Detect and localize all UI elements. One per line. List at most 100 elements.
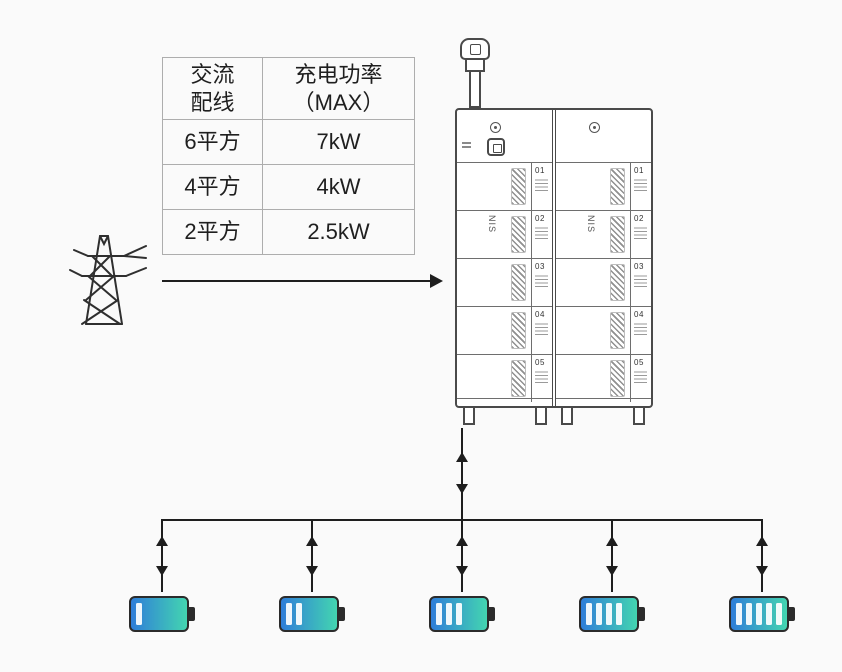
power-flow-arrow-line	[162, 280, 430, 282]
charge-bar	[586, 603, 592, 625]
slot-vent-icon	[634, 227, 647, 239]
battery-terminal	[639, 607, 645, 621]
slot-vent-icon	[535, 275, 548, 287]
battery-body	[729, 596, 789, 632]
charge-bar	[286, 603, 292, 625]
battery-terminal	[489, 607, 495, 621]
down-arrow-icon	[456, 484, 468, 494]
charge-bar	[756, 603, 762, 625]
slot-label: 03	[535, 262, 545, 271]
battery-body	[579, 596, 639, 632]
slot-vent-icon	[634, 179, 647, 191]
power-cell: 7kW	[262, 119, 415, 165]
battery-drop-line	[461, 520, 463, 592]
vent-grille-icon	[511, 168, 526, 205]
battery-body	[429, 596, 489, 632]
slot-label-strip: 05	[531, 355, 552, 402]
vent-grille-icon	[511, 264, 526, 301]
cabinet-slot: 04	[457, 306, 552, 354]
battery-terminal	[789, 607, 795, 621]
charging-connector-icon	[460, 38, 492, 108]
col-header-ac-wiring: 交流 配线	[162, 57, 263, 120]
slot-label-strip: 03	[531, 259, 552, 306]
power-flow-arrow-head	[430, 274, 443, 288]
cabinet-slot: 05	[457, 354, 552, 402]
connector-cap	[460, 38, 490, 60]
wire-spec-cell: 6平方	[162, 119, 263, 165]
down-arrow-icon	[756, 566, 768, 576]
down-arrow-icon	[606, 566, 618, 576]
slot-label-strip: 03	[630, 259, 651, 306]
up-arrow-icon	[456, 452, 468, 462]
cabinet-slot: 01	[457, 162, 552, 210]
slot-label: 03	[634, 262, 644, 271]
battery-icon	[129, 596, 197, 632]
slot-label: 01	[535, 166, 545, 175]
charge-bar	[596, 603, 602, 625]
cabinet-side-text: NIS	[487, 214, 498, 234]
panel-marking	[462, 142, 471, 144]
brand-logo-icon	[589, 122, 600, 133]
table-row: 6平方 7kW	[162, 119, 415, 165]
slot-vent-icon	[634, 275, 647, 287]
battery-icon	[429, 596, 497, 632]
vent-grille-icon	[610, 168, 625, 205]
cabinet-slot: 01	[556, 162, 651, 210]
vent-grille-icon	[511, 360, 526, 397]
slot-vent-icon	[535, 371, 548, 383]
cabinet-slot: 04	[556, 306, 651, 354]
slot-label-strip: 01	[531, 163, 552, 210]
charge-bar	[436, 603, 442, 625]
table-row: 4平方 4kW	[162, 164, 415, 210]
battery-terminal	[189, 607, 195, 621]
wire-spec-cell: 4平方	[162, 164, 263, 210]
control-screen-icon	[487, 138, 505, 156]
cabinet-slot: 05	[556, 354, 651, 402]
header-line: 交流	[190, 62, 235, 87]
charge-bar	[736, 603, 742, 625]
battery-drop-line	[761, 520, 763, 592]
charge-bar	[136, 603, 142, 625]
battery-drop-line	[311, 520, 313, 592]
table-row: 2平方 2.5kW	[162, 209, 415, 255]
slot-label-strip: 02	[531, 211, 552, 258]
battery-icon	[729, 596, 797, 632]
panel-marking	[462, 146, 471, 148]
cabinet-side-text: NIS	[586, 214, 597, 234]
charge-bar	[776, 603, 782, 625]
slot-label-strip: 02	[630, 211, 651, 258]
transmission-tower-icon	[62, 228, 150, 337]
vent-grille-icon	[610, 312, 625, 349]
battery-body	[279, 596, 339, 632]
col-header-charge-power: 充电功率 （MAX）	[262, 57, 415, 120]
ac-wiring-power-table: 交流 配线 充电功率 （MAX） 6平方 7kW 4平方 4kW 2平方 2.5…	[162, 57, 415, 255]
vent-grille-icon	[610, 264, 625, 301]
slot-label: 04	[634, 310, 644, 319]
battery-swap-cabinet: 01 02 NIS 03 04 05 01 02 NIS 03 04 05	[455, 108, 653, 425]
cabinet-foot	[463, 406, 475, 425]
slot-label: 04	[535, 310, 545, 319]
slot-vent-icon	[535, 179, 548, 191]
cabinet-foot	[633, 406, 645, 425]
slot-label: 02	[634, 214, 644, 223]
cabinet-foot	[561, 406, 573, 425]
cabinet-slot: 03	[457, 258, 552, 306]
charge-bar	[456, 603, 462, 625]
charge-bar	[606, 603, 612, 625]
vent-grille-icon	[610, 216, 625, 253]
slot-label: 05	[634, 358, 644, 367]
up-arrow-icon	[756, 536, 768, 546]
slot-label-strip: 04	[630, 307, 651, 354]
cabinet-slot: 02 NIS	[556, 210, 651, 258]
slot-vent-icon	[634, 323, 647, 335]
slot-label-strip: 01	[630, 163, 651, 210]
vent-grille-icon	[511, 216, 526, 253]
cabinet-base-band	[457, 398, 552, 399]
power-cell: 4kW	[262, 164, 415, 210]
down-arrow-icon	[156, 566, 168, 576]
slot-label: 05	[535, 358, 545, 367]
slot-vent-icon	[535, 227, 548, 239]
down-arrow-icon	[306, 566, 318, 576]
battery-icon	[579, 596, 647, 632]
